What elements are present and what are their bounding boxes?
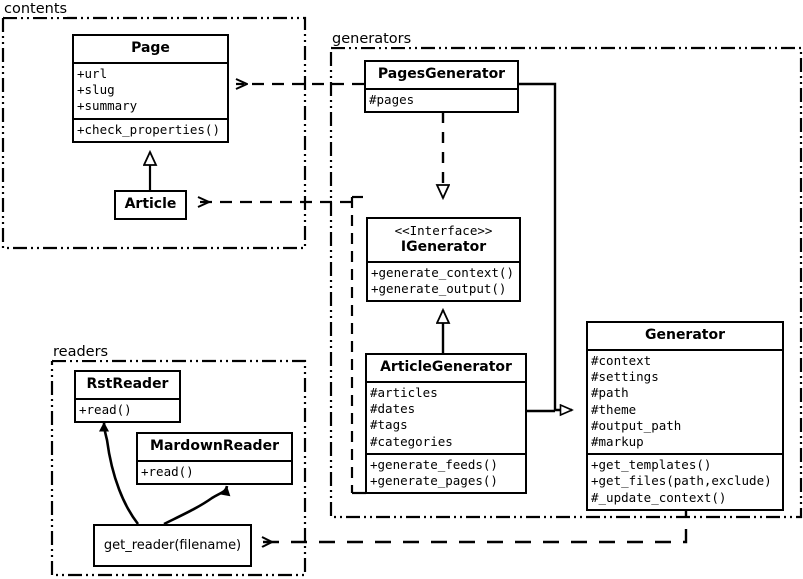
function-get-reader-label: get_reader(filename) xyxy=(103,538,242,553)
class-igenerator-operations: +generate_context() +generate_output() xyxy=(368,261,519,300)
class-igenerator-title: <<Interface>> IGenerator xyxy=(368,219,519,261)
operation-row: +read() xyxy=(79,402,132,417)
operation-row: +check_properties() xyxy=(77,121,220,137)
class-generator-attributes: #context #settings #path #theme #output_… xyxy=(588,349,782,453)
class-igenerator-name: IGenerator xyxy=(400,239,487,255)
class-rstreader-title: RstReader xyxy=(86,376,169,392)
class-articlegenerator-title: ArticleGenerator xyxy=(380,359,512,375)
class-articlegenerator-attributes: #articles #dates #tags #categories xyxy=(367,381,525,453)
attribute-row: #output_path xyxy=(591,417,682,433)
class-mardownreader[interactable]: MardownReader +read() xyxy=(136,432,293,486)
class-generator[interactable]: Generator #context #settings #path #them… xyxy=(586,321,784,511)
package-boundary-generators xyxy=(329,46,803,519)
arrow-get-reader-to-mardownreader xyxy=(163,485,231,526)
attribute-row: +summary xyxy=(77,98,138,114)
class-generator-operations: +get_templates() +get_files(path,exclude… xyxy=(588,453,782,509)
class-page-attributes: +url +slug +summary xyxy=(74,62,227,118)
class-mardownreader-operations: +read() xyxy=(138,460,291,483)
package-boundary-readers xyxy=(50,359,307,577)
attribute-row: #dates xyxy=(370,401,416,417)
attribute-row: #context xyxy=(591,353,652,368)
package-label-generators: generators xyxy=(332,31,412,47)
attribute-row: +url xyxy=(77,66,108,81)
package-boundary-contents xyxy=(1,16,307,250)
class-page-title: Page xyxy=(131,40,170,56)
attribute-row: #theme xyxy=(591,401,637,417)
class-pagesgenerator-title: PagesGenerator xyxy=(377,66,506,82)
attribute-row: #articles xyxy=(370,385,438,400)
class-page-operations: +check_properties() xyxy=(74,117,227,141)
class-igenerator[interactable]: <<Interface>> IGenerator +generate_conte… xyxy=(366,217,521,303)
class-igenerator-stereotype: <<Interface>> xyxy=(394,223,493,238)
class-rstreader-operations: +read() xyxy=(76,398,179,421)
operation-row: +read() xyxy=(141,464,194,479)
attribute-row: #path xyxy=(591,385,629,401)
class-article[interactable]: Article xyxy=(114,190,187,220)
operation-row: +generate_output() xyxy=(371,281,507,297)
arrow-get-reader-to-rstreader xyxy=(99,421,140,525)
operation-row: #_update_context() xyxy=(591,489,727,505)
function-get-reader[interactable]: get_reader(filename) xyxy=(93,524,252,567)
generalization-group-bracket xyxy=(350,195,366,495)
operation-row: +generate_context() xyxy=(371,265,514,280)
attribute-row: #tags xyxy=(370,417,408,433)
class-pagesgenerator-attributes: #pages xyxy=(366,88,517,111)
operation-row: +generate_pages() xyxy=(370,473,498,489)
attribute-row: #pages xyxy=(369,92,415,107)
class-generator-title: Generator xyxy=(644,327,725,343)
package-label-contents: contents xyxy=(4,1,68,17)
attribute-row: #categories xyxy=(370,433,453,449)
generalization-pagesgenerator-to-generator xyxy=(519,82,572,410)
attribute-row: +slug xyxy=(77,82,115,98)
operation-row: +get_templates() xyxy=(591,457,712,473)
operation-row: +get_files(path,exclude) xyxy=(591,473,772,489)
package-label-readers: readers xyxy=(53,344,109,360)
class-page[interactable]: Page +url +slug +summary +check_properti… xyxy=(72,34,229,143)
class-articlegenerator[interactable]: ArticleGenerator #articles #dates #tags … xyxy=(365,353,527,495)
operation-row: +generate_feeds() xyxy=(370,456,498,472)
attribute-row: #markup xyxy=(591,434,644,450)
attribute-row: #settings xyxy=(591,369,659,385)
dependency-generator-to-get-reader xyxy=(262,501,688,542)
class-articlegenerator-operations: +generate_feeds() +generate_pages() xyxy=(367,452,525,492)
class-article-title: Article xyxy=(124,196,177,212)
class-rstreader[interactable]: RstReader +read() xyxy=(74,370,181,424)
class-mardownreader-title: MardownReader xyxy=(150,438,279,454)
class-pagesgenerator[interactable]: PagesGenerator #pages xyxy=(364,60,519,114)
